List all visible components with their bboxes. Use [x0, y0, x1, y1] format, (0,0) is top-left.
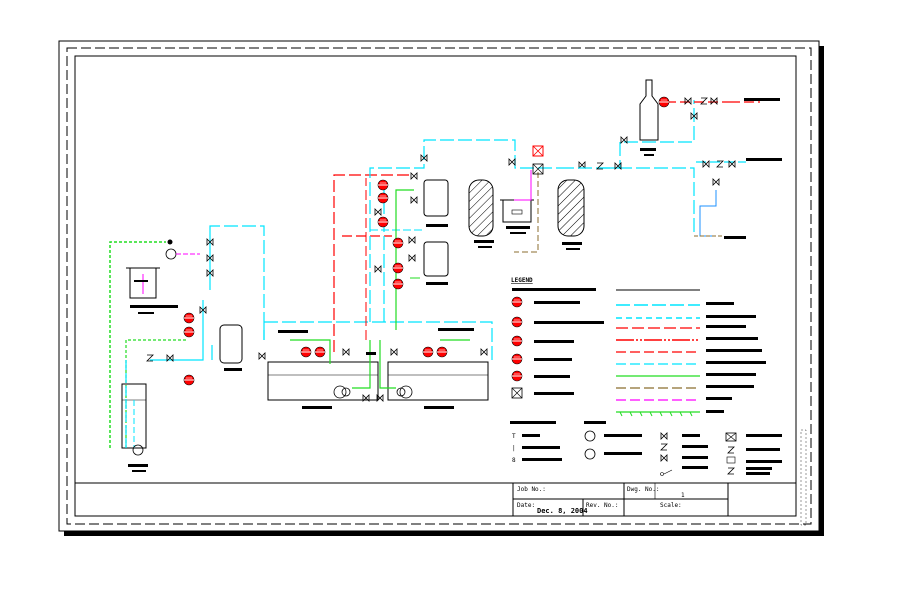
scale-label: Scale: — [660, 502, 682, 509]
title-block: Job No.: Dwg. No.: 1 Date: Dec. 8, 2004 … — [75, 482, 796, 516]
date-label: Date: — [517, 502, 535, 509]
sheet-dashed-border — [66, 47, 812, 525]
rev-no-label: Rev. No.: — [586, 502, 619, 509]
center-basins — [258, 321, 493, 409]
drawing-frame — [74, 55, 797, 517]
center-process — [333, 139, 586, 352]
svg-text:|: | — [512, 445, 516, 452]
left-subsystem — [109, 225, 265, 472]
legend-title: LEGEND — [511, 277, 533, 284]
svg-text:8: 8 — [512, 457, 516, 464]
date-value: Dec. 8, 2004 — [537, 507, 588, 515]
dwg-no-label: Dwg. No.: — [627, 486, 660, 493]
margin-vertical-note — [800, 429, 807, 526]
sheet-number: 1 — [681, 492, 685, 499]
svg-text:T: T — [512, 433, 516, 440]
sheet-outer-border — [58, 40, 820, 532]
job-no-label: Job No.: — [517, 486, 546, 493]
right-subsystem — [560, 79, 782, 239]
legend: LEGEND — [510, 277, 782, 476]
